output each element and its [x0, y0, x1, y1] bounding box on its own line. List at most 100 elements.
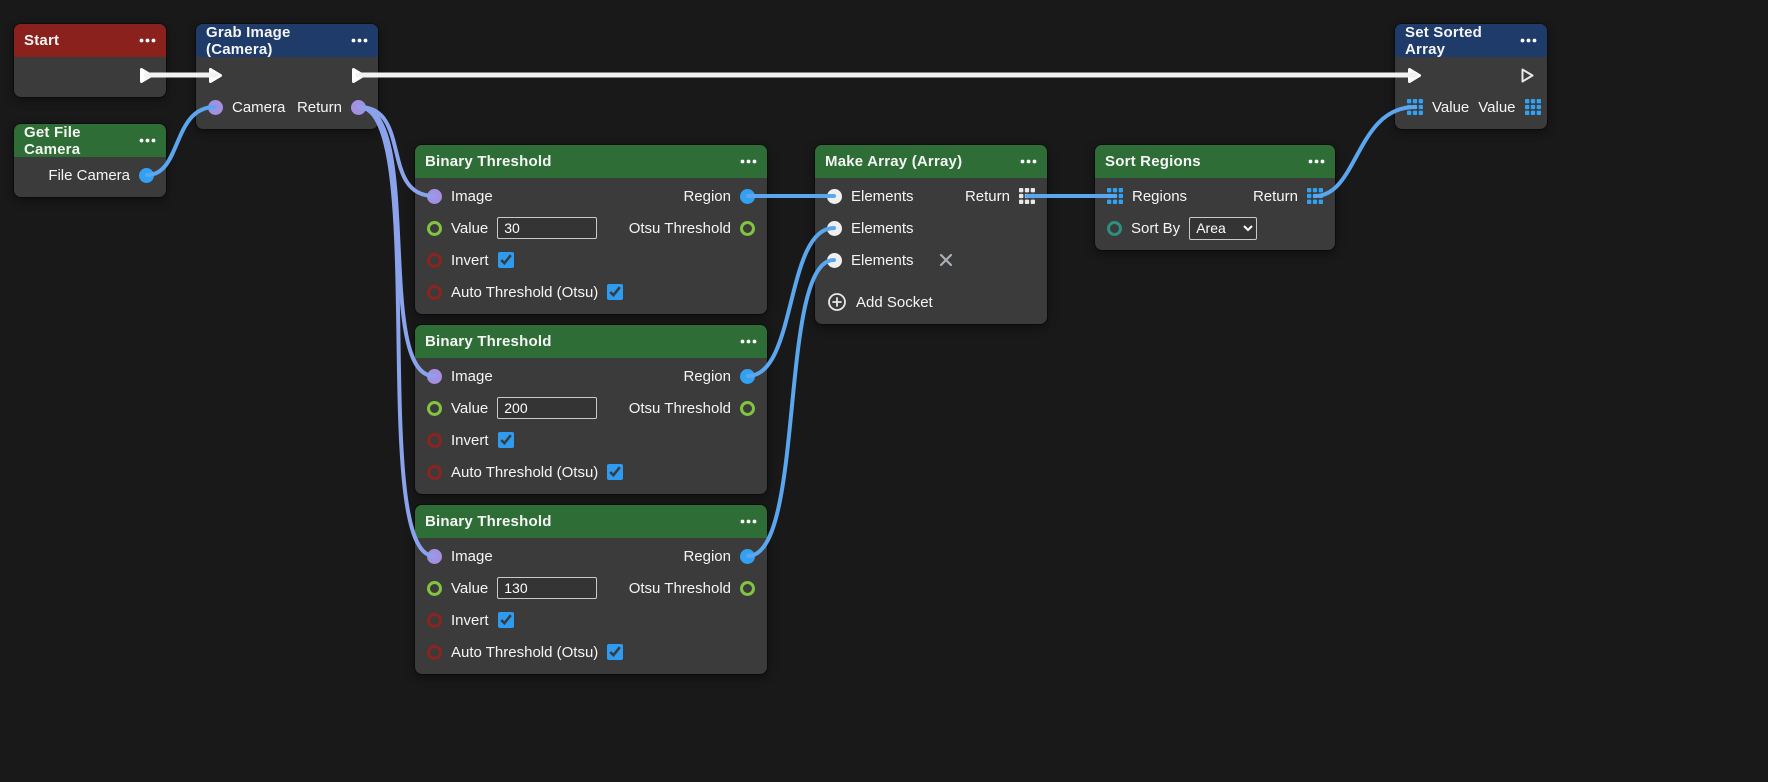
node-menu-icon[interactable]	[1308, 159, 1325, 164]
node-title: Binary Threshold	[425, 513, 552, 530]
auto-threshold-input-pin[interactable]	[427, 284, 442, 300]
invert-label: Invert	[451, 611, 489, 629]
invert-label: Invert	[451, 251, 489, 269]
invert-input-pin[interactable]	[427, 252, 442, 268]
exec-output-pin[interactable]	[1520, 67, 1535, 84]
socket-row: Elements	[815, 212, 1047, 244]
node-menu-icon[interactable]	[139, 138, 156, 143]
sort-by-label: Sort By	[1131, 219, 1181, 237]
region-output-pin[interactable]	[740, 548, 755, 564]
socket-row: Value Otsu Threshold	[415, 392, 767, 424]
region-output-pin[interactable]	[740, 368, 755, 384]
elements-input-pin-2[interactable]	[827, 220, 842, 236]
otsu-threshold-output-pin[interactable]	[740, 220, 755, 236]
socket-row: Auto Threshold (Otsu)	[415, 456, 767, 488]
sort-by-select[interactable]: Area	[1189, 216, 1258, 240]
elements-input-pin-1[interactable]	[827, 188, 842, 204]
elements-input-pin-3[interactable]	[827, 252, 842, 268]
image-label: Image	[451, 187, 493, 205]
value-in-label: Value	[1432, 98, 1470, 116]
exec-output-pin[interactable]	[139, 67, 154, 84]
node-header[interactable]: Binary Threshold	[415, 505, 767, 538]
node-menu-icon[interactable]	[1520, 38, 1537, 43]
otsu-threshold-output-pin[interactable]	[740, 400, 755, 416]
node-header[interactable]: Grab Image (Camera)	[196, 24, 378, 58]
threshold-value-input[interactable]	[497, 397, 598, 419]
node-grab-image-camera[interactable]: Grab Image (Camera) Camera Return	[196, 24, 378, 129]
auto-threshold-input-pin[interactable]	[427, 464, 442, 480]
sort-by-input-pin[interactable]	[1107, 220, 1122, 236]
otsu-threshold-label: Otsu Threshold	[628, 579, 731, 597]
invert-checkbox[interactable]	[497, 432, 514, 448]
node-title: Binary Threshold	[425, 153, 552, 170]
socket-row	[14, 59, 166, 91]
node-set-sorted-array[interactable]: Set Sorted Array Value Value	[1395, 24, 1547, 129]
otsu-threshold-output-pin[interactable]	[740, 580, 755, 596]
node-binary-threshold-2[interactable]: Binary Threshold Image Region Value Otsu…	[415, 325, 767, 494]
node-header[interactable]: Binary Threshold	[415, 325, 767, 358]
region-label: Region	[683, 187, 731, 205]
value-input-pin[interactable]	[427, 400, 442, 416]
node-make-array[interactable]: Make Array (Array) Elements Return Eleme…	[815, 145, 1047, 324]
value-label: Value	[451, 399, 489, 417]
threshold-value-input[interactable]	[497, 577, 598, 599]
file-camera-output-pin[interactable]	[139, 167, 154, 183]
node-menu-icon[interactable]	[740, 159, 757, 164]
image-input-pin[interactable]	[427, 548, 442, 564]
exec-output-pin[interactable]	[351, 67, 366, 84]
threshold-value-input[interactable]	[497, 217, 598, 239]
node-menu-icon[interactable]	[351, 38, 368, 43]
socket-row: Elements	[815, 244, 1047, 276]
image-input-pin[interactable]	[427, 188, 442, 204]
node-start[interactable]: Start	[14, 24, 166, 97]
node-header[interactable]: Set Sorted Array	[1395, 24, 1547, 58]
auto-threshold-checkbox[interactable]	[607, 284, 624, 300]
invert-label: Invert	[451, 431, 489, 449]
node-menu-icon[interactable]	[740, 519, 757, 524]
exec-input-pin[interactable]	[1407, 67, 1422, 84]
node-sort-regions[interactable]: Sort Regions Regions Return Sort By Area	[1095, 145, 1335, 250]
node-header[interactable]: Start	[14, 24, 166, 57]
node-title: Start	[24, 32, 60, 49]
socket-row: Regions Return	[1095, 180, 1335, 212]
socket-row: Value Otsu Threshold	[415, 572, 767, 604]
auto-threshold-checkbox[interactable]	[607, 644, 624, 660]
sort-return-output-pin[interactable]	[1307, 188, 1323, 204]
exec-input-pin[interactable]	[208, 67, 223, 84]
auto-threshold-checkbox[interactable]	[607, 464, 624, 480]
node-header[interactable]: Sort Regions	[1095, 145, 1335, 178]
image-input-pin[interactable]	[427, 368, 442, 384]
camera-input-pin[interactable]	[208, 99, 223, 115]
invert-input-pin[interactable]	[427, 432, 442, 448]
node-menu-icon[interactable]	[139, 38, 156, 43]
return-output-pin[interactable]	[351, 99, 366, 115]
node-menu-icon[interactable]	[1020, 159, 1037, 164]
node-binary-threshold-3[interactable]: Binary Threshold Image Region Value Otsu…	[415, 505, 767, 674]
regions-input-pin[interactable]	[1107, 188, 1123, 204]
socket-row: Auto Threshold (Otsu)	[415, 276, 767, 308]
auto-threshold-input-pin[interactable]	[427, 644, 442, 660]
region-output-pin[interactable]	[740, 188, 755, 204]
return-label: Return	[1252, 187, 1298, 205]
node-header[interactable]: Make Array (Array)	[815, 145, 1047, 178]
socket-row: Image Region	[415, 540, 767, 572]
invert-checkbox[interactable]	[497, 612, 514, 628]
value-input-pin[interactable]	[1407, 99, 1423, 115]
elements-label: Elements	[851, 219, 914, 237]
value-input-pin[interactable]	[427, 220, 442, 236]
node-get-file-camera[interactable]: Get File Camera File Camera	[14, 124, 166, 197]
remove-socket-icon[interactable]	[939, 253, 953, 267]
socket-row: Auto Threshold (Otsu)	[415, 636, 767, 668]
value-input-pin[interactable]	[427, 580, 442, 596]
socket-row: File Camera	[14, 159, 166, 191]
invert-input-pin[interactable]	[427, 612, 442, 628]
invert-checkbox[interactable]	[497, 252, 514, 268]
node-menu-icon[interactable]	[740, 339, 757, 344]
array-return-output-pin[interactable]	[1019, 188, 1035, 204]
value-output-pin[interactable]	[1524, 99, 1541, 115]
node-header[interactable]: Binary Threshold	[415, 145, 767, 178]
node-binary-threshold-1[interactable]: Binary Threshold Image Region Value Otsu…	[415, 145, 767, 314]
add-socket-button[interactable]: Add Socket	[815, 286, 1047, 318]
node-header[interactable]: Get File Camera	[14, 124, 166, 158]
